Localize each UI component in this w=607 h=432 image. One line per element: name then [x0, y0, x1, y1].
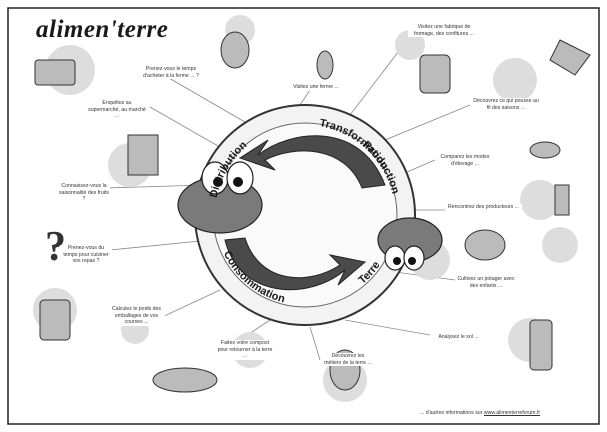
- label-garden: Cultivez un potager avec des enfants ...: [455, 276, 517, 289]
- worm-icon: [316, 50, 334, 80]
- label-producer: Rencontrez des producteurs ...: [445, 204, 522, 211]
- label-guess-food: Connaissez-vous la saisonnalité des frui…: [58, 183, 110, 203]
- compost-heap-icon: [152, 367, 218, 393]
- footer-text: ... d'autres informations sur: [420, 410, 483, 416]
- footer: ... d'autres informations sur www.alimen…: [420, 410, 540, 416]
- cycle-arrows: [224, 135, 386, 291]
- label-seasonal: Découvrez ce qui pousse au fil des saiso…: [470, 98, 542, 111]
- bird-icon: [529, 141, 561, 159]
- farmer-icon: [529, 319, 553, 371]
- strawberry-icon: [220, 31, 250, 69]
- label-animals: Comparez les modes d'élevage ...: [435, 154, 495, 167]
- label-eat-local: Prenez-vous du temps pour cuisiner vos r…: [60, 245, 112, 265]
- arrow-upper: [238, 135, 386, 189]
- watering-can-icon: [464, 229, 506, 261]
- label-market-garden: Découvrez les métiers de la terre ...: [322, 353, 374, 366]
- label-supermarket: Enquêtez au supermarché, au marché ...: [85, 100, 149, 120]
- basket-icon: [34, 59, 76, 86]
- poster-title: alimen'terre: [36, 16, 169, 43]
- label-buy-local: Prenez-vous le temps d'acheter à la ferm…: [140, 66, 202, 79]
- character-right: [377, 217, 443, 271]
- jam-jar-icon: [419, 54, 451, 94]
- label-soil: Analysez le sol ...: [435, 334, 482, 341]
- arrow-lower: [224, 237, 367, 291]
- footer-link[interactable]: www.alimenterreforum.fr: [483, 410, 541, 416]
- carton-icon: [127, 134, 159, 176]
- label-packaging: Calculez le poids des emballages de vos …: [108, 306, 165, 326]
- boots-icon: [554, 184, 570, 216]
- label-recipes: Visitez une ferme ...: [290, 84, 342, 91]
- poster-border: [7, 7, 600, 425]
- trash-can-icon: [39, 299, 71, 341]
- label-compost: Faites votre compost pour retourner à la…: [215, 340, 275, 360]
- character-left: [177, 161, 263, 234]
- cheese-icon: [549, 39, 591, 76]
- label-processing-plant: Visitez une fabrique de fromage, des con…: [408, 24, 480, 37]
